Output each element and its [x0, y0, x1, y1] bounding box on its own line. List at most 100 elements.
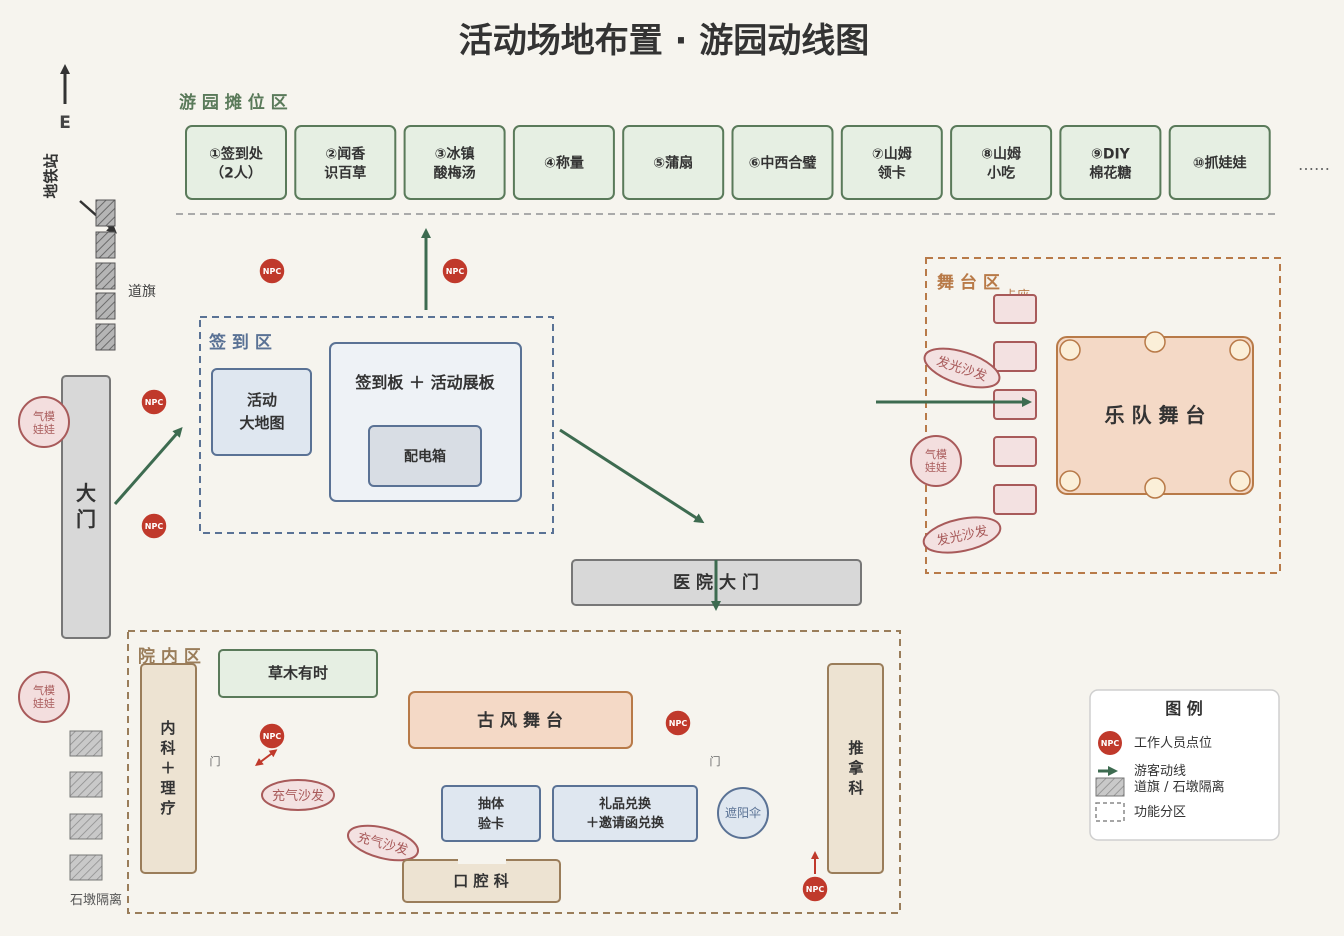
- booth-more: ……: [1298, 155, 1330, 174]
- npc-marker: NPC: [801, 875, 829, 903]
- event-map: [211, 368, 312, 456]
- booth-seat: [993, 484, 1037, 515]
- ancient-stage-label: 古 风 舞 台: [477, 710, 563, 731]
- legend-barrier-icon: [1095, 777, 1125, 797]
- dental-door-gap: [458, 856, 506, 864]
- body-check-booth: [441, 785, 541, 842]
- inner-zone-title: 院 内 区: [138, 646, 201, 667]
- svg-text:气模: 气模: [33, 409, 55, 423]
- herbs-label: 草木有时: [268, 664, 328, 682]
- booth-label: ⑥中西合璧: [749, 155, 817, 172]
- svg-text:内: 内: [160, 719, 175, 737]
- booth-card: ⑨DIY 棉花糖: [1059, 125, 1162, 200]
- power-box-label: 配电箱: [404, 448, 446, 465]
- glow-sofa: 发光沙发: [922, 516, 1002, 554]
- compass-label: E: [59, 113, 71, 133]
- svg-text:NPC: NPC: [446, 267, 465, 276]
- parasol-label: 遮阳伞: [725, 805, 761, 820]
- svg-text:娃娃: 娃娃: [33, 423, 55, 436]
- staff-direction-arrow: [255, 749, 278, 766]
- main-gate-char-1: 大: [76, 481, 96, 505]
- herbs-booth: [218, 649, 378, 698]
- booth-label: 棉花糖: [1089, 165, 1131, 182]
- stage-light: [1144, 331, 1166, 353]
- checkin-zone-title: 签 到 区: [208, 332, 272, 353]
- svg-text:NPC: NPC: [263, 267, 282, 276]
- booth-card: ④称量: [512, 125, 615, 200]
- booth-label: ①签到处: [209, 146, 264, 163]
- legend-zone-icon: [1095, 802, 1125, 822]
- svg-text:＋: ＋: [160, 759, 175, 777]
- flag: [95, 231, 116, 259]
- stage-zone-title: 舞 台 区: [937, 272, 1000, 293]
- massage-dept: [827, 663, 884, 874]
- booth-zone-title: 游 园 摊 位 区: [179, 92, 288, 113]
- flow-arrow: [559, 428, 705, 524]
- booth-label: ⑩抓娃娃: [1193, 155, 1247, 172]
- booth-seat: [993, 436, 1037, 467]
- booth-label: 小吃: [987, 165, 1015, 182]
- inner-zone: [127, 630, 901, 914]
- compass: E: [59, 64, 71, 133]
- glow-sofa: 发光沙发: [923, 347, 1001, 389]
- stone-barriers: [69, 730, 103, 881]
- body-check-label: 验卡: [478, 816, 504, 832]
- booth-card: ⑥中西合璧: [731, 125, 834, 200]
- internal-medicine: [140, 663, 197, 874]
- npc-marker: NPC: [258, 257, 286, 285]
- legend-item: 工作人员点位: [1134, 736, 1212, 751]
- gift-exchange-booth: [552, 785, 698, 842]
- svg-text:推: 推: [848, 739, 863, 757]
- booth-label: ②闻香: [325, 146, 366, 163]
- main-gate: [61, 375, 111, 639]
- flag-column: [95, 199, 116, 351]
- body-check-label: 抽体: [478, 796, 505, 812]
- npc-marker: NPC: [140, 512, 168, 540]
- svg-text:科: 科: [848, 779, 863, 797]
- flag: [95, 199, 116, 227]
- svg-text:疗: 疗: [160, 799, 175, 817]
- booth-seat: [993, 341, 1037, 372]
- svg-text:NPC: NPC: [806, 885, 825, 894]
- booth-label: 酸梅汤: [434, 165, 476, 182]
- booth-label: ⑦山姆: [872, 146, 912, 163]
- svg-text:充气沙发: 充气沙发: [272, 788, 324, 804]
- stage-light: [1144, 477, 1166, 499]
- checkin-zone: [199, 316, 554, 534]
- npc-marker: NPC: [441, 257, 469, 285]
- massage-label: 推 拿 科: [847, 739, 864, 797]
- svg-text:NPC: NPC: [1101, 739, 1120, 748]
- booth-label: ④称量: [544, 155, 584, 172]
- ancient-stage: [408, 691, 633, 749]
- stage-light: [1059, 339, 1081, 361]
- event-map-label: 活动: [247, 391, 277, 409]
- svg-text:NPC: NPC: [145, 522, 164, 531]
- svg-text:气模: 气模: [33, 683, 55, 697]
- stage-light: [1229, 339, 1251, 361]
- balloon-doll: 气模 娃娃: [910, 435, 962, 487]
- gift-exchange-label: ＋邀请函兑换: [586, 815, 665, 831]
- booth-card: ①签到处（2人）: [185, 125, 287, 200]
- booth-label: ⑧山姆: [981, 146, 1021, 163]
- npc-marker: NPC: [140, 388, 168, 416]
- legend-item: 道旗 / 石墩隔离: [1134, 779, 1225, 795]
- door-label: 门: [710, 754, 721, 768]
- stage-light: [1059, 470, 1081, 492]
- booth-seat: [993, 294, 1037, 324]
- balloon-doll: 气模 娃娃: [18, 671, 70, 723]
- legend-title: 图 例: [1165, 699, 1203, 718]
- legend-item: 功能分区: [1134, 805, 1186, 820]
- flag: [95, 323, 116, 351]
- stage-lights: [1059, 331, 1251, 499]
- npc-marker: NPC: [258, 722, 286, 750]
- booth-label: ⑨DIY: [1091, 147, 1131, 163]
- band-stage-label: 乐 队 舞 台: [1105, 403, 1206, 427]
- metro-label: 地铁站: [42, 153, 60, 198]
- flag: [95, 292, 116, 320]
- gift-exchange-label: 礼品兑换: [599, 796, 652, 812]
